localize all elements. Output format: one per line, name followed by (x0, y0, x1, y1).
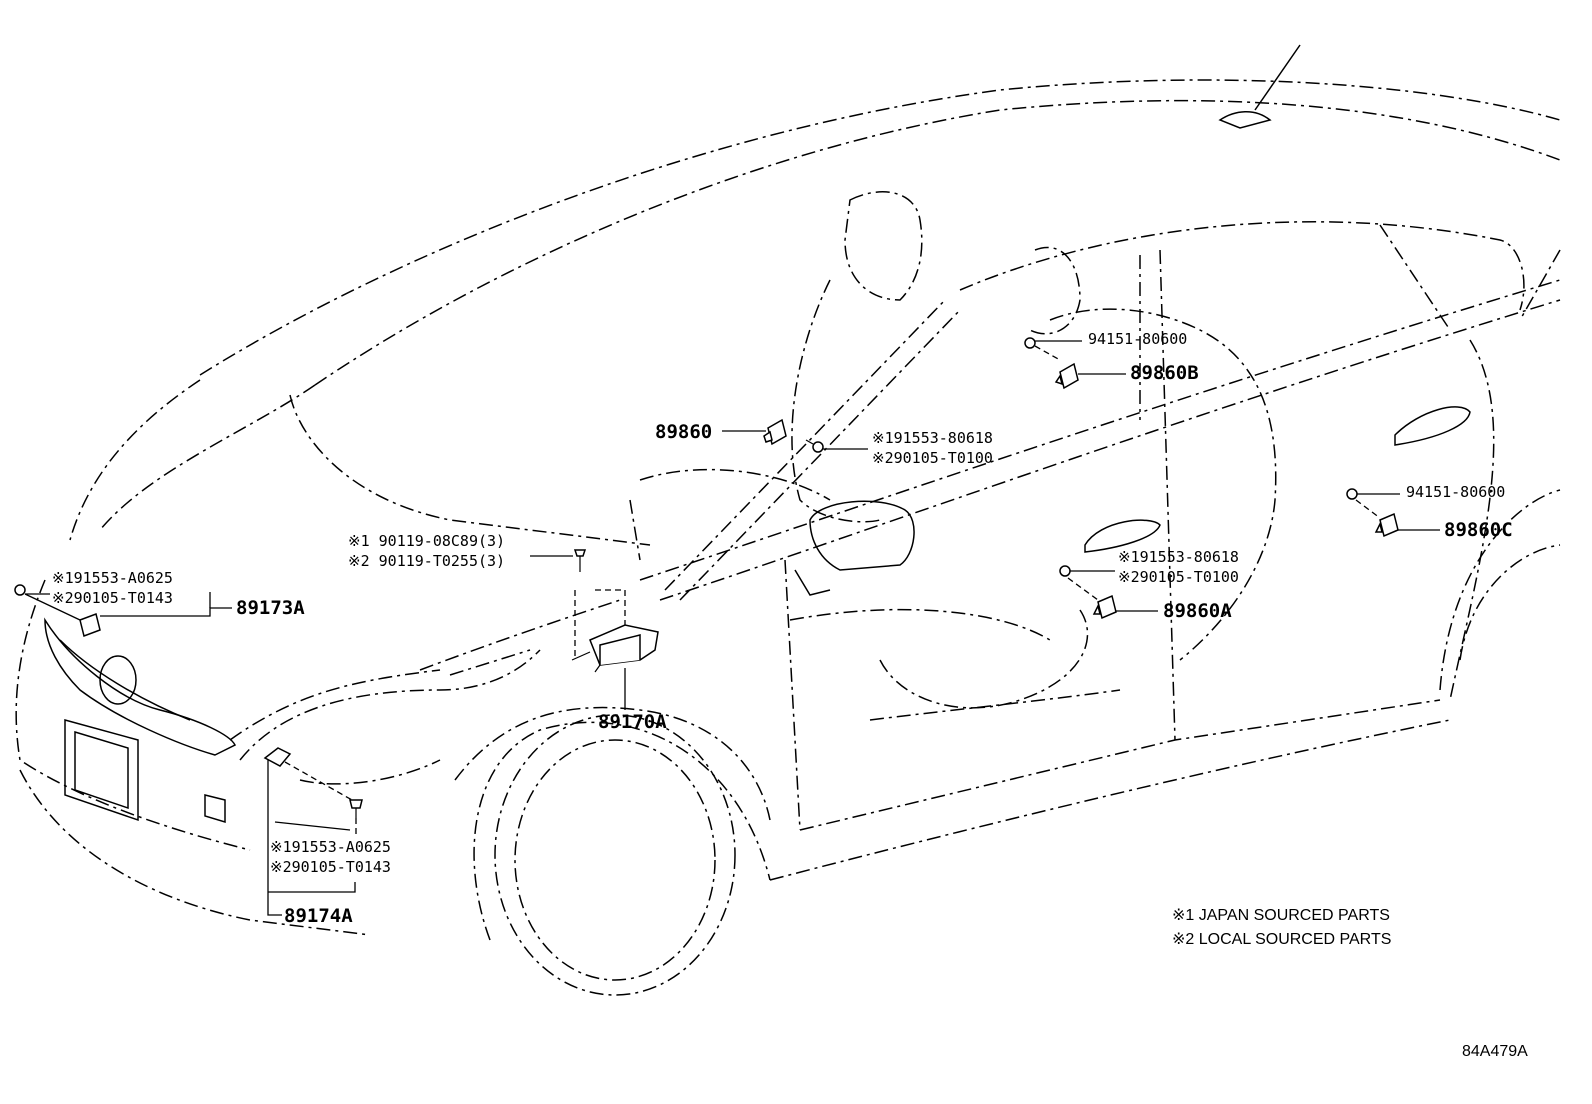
note-japan-sourced: ※1 JAPAN SOURCED PARTS (1172, 907, 1390, 924)
sensor-89173A (14, 584, 101, 637)
figure-code: 84A479A (1462, 1043, 1528, 1060)
bolt-door (1059, 565, 1071, 577)
label-nut-rear: 94151-80600 (1406, 483, 1505, 501)
label-bolt-pillar-2: ※290105-T0100 (872, 449, 993, 467)
sensor-89860C (1374, 512, 1399, 538)
sensor-89860 (763, 418, 787, 446)
label-89173A: 89173A (236, 597, 305, 619)
label-89860B: 89860B (1130, 362, 1199, 384)
label-bolt-front-r-2: ※290105-T0143 (270, 858, 391, 876)
label-89860C: 89860C (1444, 519, 1513, 541)
nut-top (1024, 337, 1036, 349)
label-bolt-pillar-1: ※191553-80618 (872, 429, 993, 447)
sensor-89860A (1092, 594, 1117, 620)
sensor-89860B (1054, 362, 1079, 390)
label-89170A: 89170A (598, 711, 667, 733)
label-89860: 89860 (655, 421, 712, 443)
label-89860A: 89860A (1163, 600, 1232, 622)
label-bolt-front-r-1: ※191553-A0625 (270, 838, 391, 856)
label-bolt-front-l-1: ※191553-A0625 (52, 569, 173, 587)
screw-ecu (573, 549, 626, 660)
label-bolt-door-2: ※290105-T0100 (1118, 568, 1239, 586)
car-body-outline (15, 44, 1561, 996)
bolt-pillar (805, 439, 824, 453)
label-89174A: 89174A (284, 905, 353, 927)
label-bolt-door-1: ※191553-80618 (1118, 548, 1239, 566)
leader-lines (24, 340, 1440, 916)
label-bolt-front-l-2: ※290105-T0143 (52, 589, 173, 607)
label-nut-top: 94151-80600 (1088, 330, 1187, 348)
airbag-ecu-89170A (571, 624, 659, 673)
nut-rear (1346, 488, 1358, 500)
label-screw-ecu-1: ※1 90119-08C89(3) (348, 532, 505, 550)
sensor-89174A (263, 747, 363, 818)
note-local-sourced: ※2 LOCAL SOURCED PARTS (1172, 931, 1391, 948)
legend-notes: ※1 JAPAN SOURCED PARTS ※2 LOCAL SOURCED … (1172, 907, 1391, 948)
part-labels: 89860 ※191553-80618 ※290105-T0100 94151-… (52, 330, 1513, 927)
label-screw-ecu-2: ※2 90119-T0255(3) (348, 552, 505, 570)
